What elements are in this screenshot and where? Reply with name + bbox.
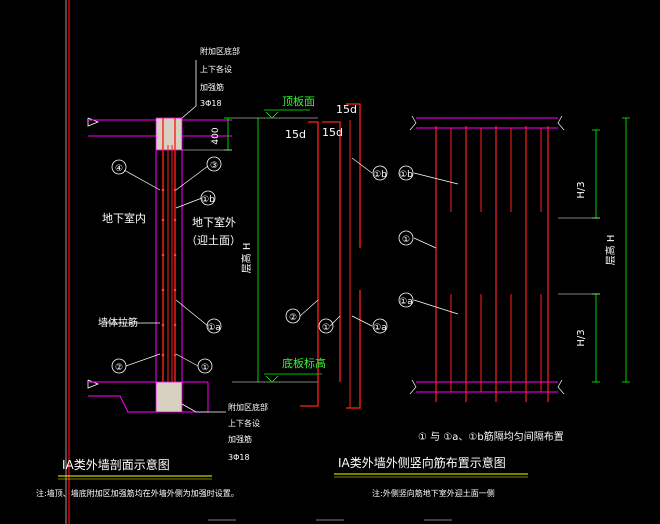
marker-4: [111, 159, 127, 175]
elevation-note-1: ① 与 ①a、①b筋隔均匀间隔布置: [418, 430, 564, 443]
marker-1a-detail: [372, 318, 388, 334]
wall-section: [87, 60, 232, 413]
elevation-title: IA类外墙外侧竖向筋布置示意图: [338, 455, 506, 470]
marker-2: [111, 358, 127, 374]
lap-15d-a: 15d: [336, 103, 357, 116]
label-bar-1b-detail: ①b: [373, 170, 387, 180]
marker-1a-elev: [398, 292, 414, 308]
svg-text:附加区底部: 附加区底部: [228, 402, 268, 412]
label-bar-3: ③: [210, 161, 218, 171]
label-h3-top: H/3: [576, 181, 587, 198]
background-gridlines: [65, 0, 70, 524]
svg-text:3Φ18: 3Φ18: [228, 453, 250, 462]
svg-text:上下各设: 上下各设: [228, 418, 260, 428]
svg-text:加强筋: 加强筋: [228, 434, 252, 444]
marker-1b-detail: [372, 165, 388, 181]
bottom-concrete-band: [155, 381, 183, 413]
lap-15d-b: 15d: [322, 126, 343, 139]
label-bar-1a-detail: ①a: [373, 323, 387, 333]
elevation-note-2: 注:外侧竖向筋地下室外迎土面一侧: [372, 488, 495, 498]
label-outdoor-sub: （迎土面）: [186, 234, 241, 247]
label-bar-1a-elev: ①a: [399, 297, 413, 307]
section-title: IA类外墙剖面示意图: [62, 457, 170, 472]
label-wall-height: 层高 H: [240, 243, 253, 274]
label-bar-1-detail: ①: [322, 323, 330, 333]
label-bar-1b: ①b: [201, 195, 215, 205]
label-wall-tie: 墙体拉筋: [98, 316, 138, 329]
label-top-slab: 顶板面: [282, 94, 315, 108]
bar-detail: [232, 103, 373, 409]
section-note: 注:墙顶、墙底附加区加强筋均在外墙外侧为加强时设置。: [36, 488, 239, 498]
elevation-markers: [398, 165, 414, 308]
hidden-column-bottom-label: 附加区底部 上下各设 加强筋 3Φ18: [228, 402, 268, 462]
section-markers: [111, 156, 222, 374]
marker-1-elev: [398, 230, 414, 246]
label-bar-2: ②: [115, 363, 123, 373]
svg-text:附加区底部: 附加区底部: [200, 46, 240, 56]
label-bottom-slab: 底板标高: [282, 356, 326, 370]
lap-15d-c: 15d: [285, 128, 306, 141]
label-bar-1b-elev: ①b: [399, 170, 413, 180]
label-bar-2-detail: ②: [289, 313, 297, 323]
marker-1: [197, 358, 213, 374]
elevation: [409, 115, 630, 402]
bar-detail-markers: [285, 165, 388, 334]
marker-3: [206, 156, 222, 172]
label-bar-4: ④: [115, 164, 123, 174]
label-bar-1-elev: ①: [402, 235, 410, 245]
marker-1b-elev: [398, 165, 414, 181]
top-concrete-band: [155, 117, 183, 151]
svg-text:3Φ18: 3Φ18: [200, 99, 222, 108]
marker-1b: [200, 190, 216, 206]
hidden-column-top-label: 附加区底部 上下各设 加强筋 3Φ18: [200, 46, 240, 108]
svg-text:加强筋: 加强筋: [200, 82, 224, 92]
label-wall-height-elev: 层高 H: [604, 235, 617, 266]
marker-1-detail: [318, 318, 334, 334]
label-bar-1a: ①a: [207, 323, 221, 333]
label-h3-bottom: H/3: [576, 329, 587, 346]
label-bar-1: ①: [201, 363, 209, 373]
marker-1a: [206, 318, 222, 334]
label-outdoor: 地下室外: [192, 215, 236, 229]
dim-400-label: 400: [211, 127, 221, 144]
svg-text:上下各设: 上下各设: [200, 64, 232, 74]
marker-2-detail: [285, 308, 301, 324]
label-indoor: 地下室内: [102, 211, 146, 225]
